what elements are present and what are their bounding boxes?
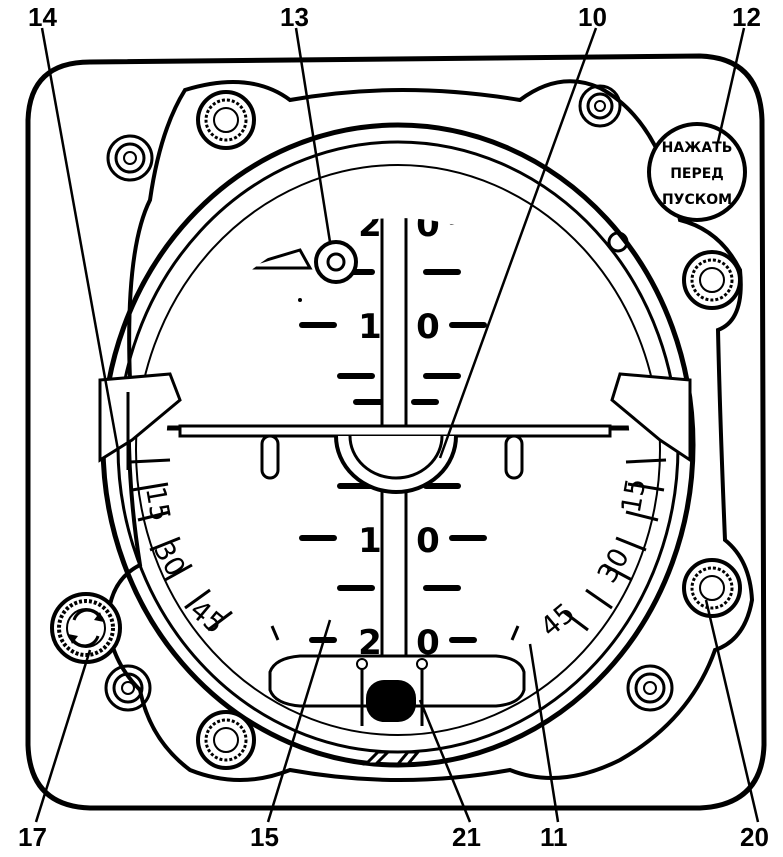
screw [196, 90, 256, 150]
instrument-face: 2 0 1 0 1 0 2 0 [166, 205, 630, 682]
bottom-latch [362, 750, 422, 766]
rivet [106, 134, 154, 182]
screw [196, 710, 256, 770]
callout-15: 15 [250, 822, 279, 852]
aircraft-symbol [178, 424, 612, 494]
callout-14: 14 [28, 2, 57, 32]
pitch-label-10-up-digit: 1 [358, 307, 382, 347]
pitch-label-10-up-zero: 0 [416, 307, 440, 347]
mounting-flange [105, 79, 755, 782]
instrument-housing [25, 53, 767, 811]
callout-20: 20 [740, 822, 769, 852]
bank-scale-ticks [129, 458, 667, 641]
caging-knob [50, 592, 122, 664]
pitch-label-10-down-digit: 1 [358, 521, 382, 561]
rivet [104, 664, 152, 712]
callout-13: 13 [280, 2, 309, 32]
side-index [98, 372, 692, 470]
pitch-label-20-down-digit: 2 [358, 623, 382, 663]
stamp-line-1: НАЖАТЬ [662, 140, 733, 156]
pitch-label-20-up-zero: 0 [416, 205, 440, 245]
slip-indicator [268, 654, 526, 726]
rivet [578, 84, 622, 128]
callout-21: 21 [452, 822, 481, 852]
pitch-label-20-up-digit: 2 [358, 205, 382, 245]
bank-label-right-15: 15 [616, 476, 652, 515]
pitch-label-10-down-zero: 0 [416, 521, 440, 561]
slip-ball [366, 680, 416, 722]
stamp-line-2: ПЕРЕД [670, 166, 724, 182]
leader-lines [34, 27, 760, 823]
callout-17: 17 [18, 822, 47, 852]
face-rim [135, 164, 661, 736]
callout-12: 12 [732, 2, 761, 32]
small-pin [607, 231, 629, 253]
bank-label-left-30: 30 [147, 537, 191, 582]
callout-11: 11 [540, 822, 568, 852]
press-before-start-stamp: НАЖАТЬ ПЕРЕД ПУСКОМ [647, 122, 747, 222]
screw [682, 250, 742, 310]
bank-label-left-15: 15 [139, 484, 175, 523]
screw [682, 558, 742, 618]
pivot-pin [239, 240, 358, 284]
rivet [626, 664, 674, 712]
pitch-label-20-down-zero: 0 [416, 623, 440, 663]
callout-10: 10 [578, 2, 607, 32]
stamp-line-3: ПУСКОМ [662, 192, 732, 208]
